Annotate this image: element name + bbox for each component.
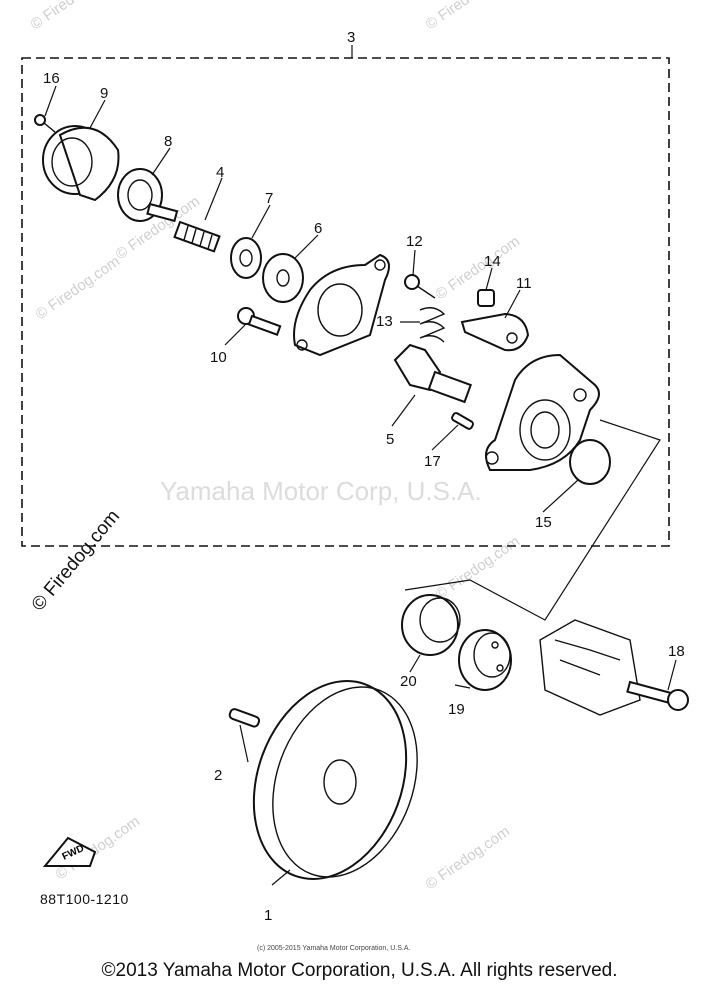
callout-10: 10: [210, 349, 227, 366]
callout-8: 8: [164, 133, 172, 150]
part-19-bearing: [458, 629, 512, 691]
callout-17: 17: [424, 453, 441, 470]
fwd-arrow-icon: FWD: [42, 836, 97, 867]
watermark-site: © Firedog.com: [28, 0, 119, 33]
part-17-pin: [451, 412, 474, 430]
watermark-site-dark: © Firedog.com: [28, 506, 124, 615]
part-12-screw: [404, 274, 436, 299]
part-7-gear: [230, 237, 262, 279]
callout-5: 5: [386, 431, 394, 448]
small-copyright: (c) 2005-2015 Yamaha Motor Corporation, …: [257, 945, 410, 952]
callout-6: 6: [314, 220, 322, 237]
part-6-washer: [262, 253, 304, 303]
callout-20: 20: [400, 673, 417, 690]
watermark-site: © Firedog.com: [423, 0, 514, 33]
footer-copyright: ©2013 Yamaha Motor Corporation, U.S.A. A…: [101, 960, 618, 981]
callout-18: 18: [668, 643, 685, 660]
part-9-cover: [42, 125, 120, 202]
callout-3: 3: [347, 29, 355, 46]
part-13-spring: [419, 307, 446, 343]
callout-4: 4: [216, 164, 224, 181]
callout-13: 13: [376, 313, 393, 330]
callout-14: 14: [484, 253, 501, 270]
part-15-cap: [569, 439, 611, 485]
main-housing: [485, 353, 600, 471]
callout-19: 19: [448, 701, 465, 718]
part-10-bolt: [237, 307, 282, 336]
part-8-gear: [117, 168, 179, 223]
engine-case: [539, 619, 641, 716]
watermark-center: Yamaha Motor Corp, U.S.A.: [160, 476, 482, 506]
assembly-boundary: [21, 57, 670, 547]
part-18-bolt: [626, 680, 689, 711]
part-4-worm-shaft: [173, 220, 221, 253]
callout-1: 1: [264, 907, 272, 924]
callout-11: 11: [516, 275, 532, 292]
part-11-bracket: [460, 312, 530, 352]
callouts: 1 2 3 4 5 6 7 8 9 10 11 12 13 14 15 16 1…: [43, 29, 685, 924]
part-2-key: [228, 708, 261, 728]
part-5-gear: [393, 343, 472, 404]
part-1-pulley: [252, 680, 418, 880]
callout-12: 12: [406, 233, 423, 250]
callout-15: 15: [535, 514, 552, 531]
part-16-bolt: [34, 114, 56, 133]
watermark-site: © Firedog.com: [423, 823, 514, 893]
leader-lines: [44, 45, 677, 886]
part-20-seal: [401, 594, 461, 656]
watermark-site: © Firedog.com: [433, 533, 524, 603]
callout-2: 2: [214, 767, 222, 784]
diagram-code: 88T100-1210: [40, 891, 129, 907]
callout-16: 16: [43, 70, 60, 87]
housing-plate: [293, 253, 390, 357]
callout-9: 9: [100, 85, 108, 102]
part-14-nut: [477, 289, 495, 307]
watermark-site: © Firedog.com: [33, 253, 124, 323]
connection-line: [404, 419, 661, 621]
callout-7: 7: [265, 190, 273, 207]
